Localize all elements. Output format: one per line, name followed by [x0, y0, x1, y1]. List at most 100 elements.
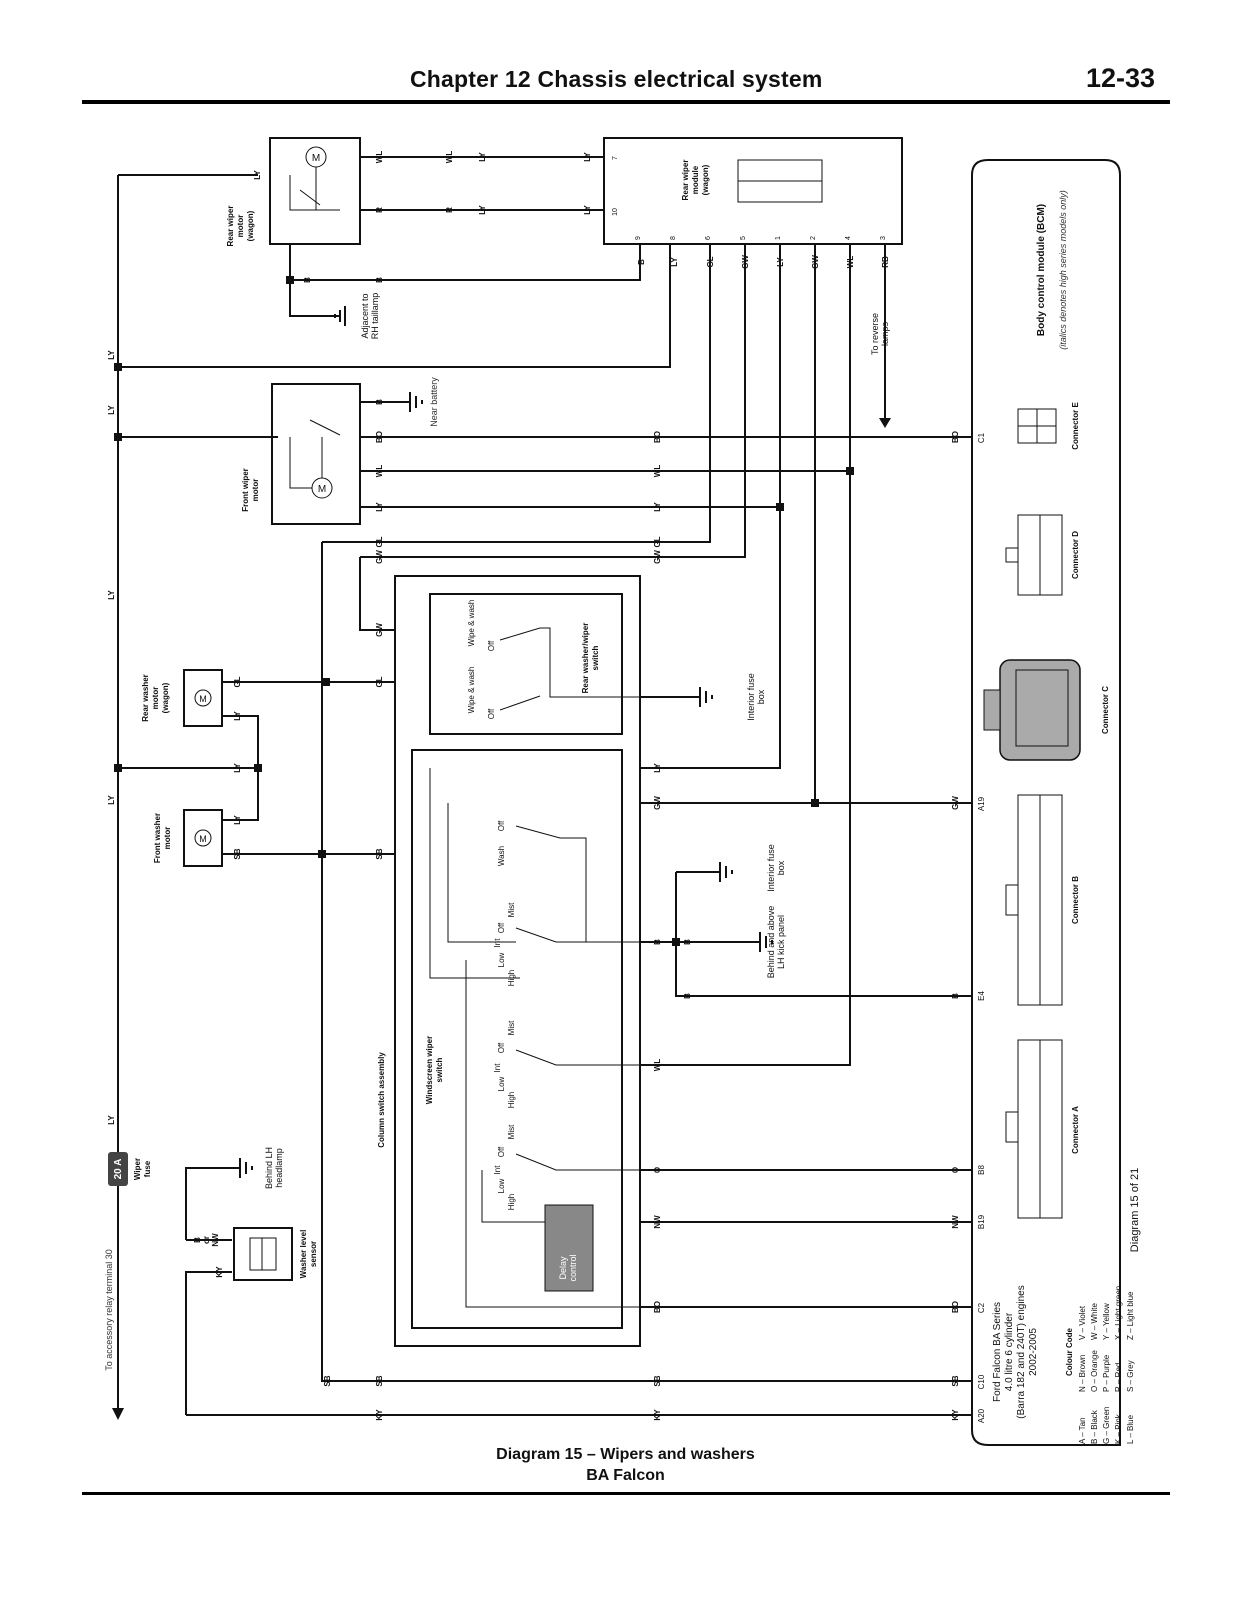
svg-text:2002-2005: 2002-2005	[1028, 1328, 1039, 1376]
footer-rule	[82, 1492, 1170, 1495]
svg-text:Mist: Mist	[507, 1020, 516, 1035]
svg-text:GL: GL	[706, 256, 715, 267]
svg-text:LY: LY	[107, 405, 116, 415]
svg-text:B: B	[637, 259, 646, 265]
svg-text:SB: SB	[323, 1375, 332, 1386]
svg-text:Connector D: Connector D	[1071, 531, 1080, 579]
svg-text:or: or	[202, 1236, 211, 1244]
svg-text:C1: C1	[977, 432, 986, 443]
svg-text:B: B	[951, 993, 960, 999]
svg-text:Behind LH: Behind LH	[264, 1147, 274, 1189]
svg-text:Off: Off	[497, 1146, 506, 1157]
svg-text:R: R	[445, 207, 454, 213]
wire-label-group: LY WL WL LY LY R R LY LY B B B LY GL GW …	[215, 151, 960, 1421]
svg-text:(wagon): (wagon)	[701, 164, 710, 195]
svg-text:GL: GL	[653, 536, 662, 547]
svg-text:Front washer: Front washer	[153, 813, 162, 863]
svg-text:Washer level: Washer level	[299, 1230, 308, 1279]
svg-text:Rear washer: Rear washer	[141, 674, 150, 722]
bcm-outline	[971, 159, 1121, 1446]
svg-text:Wipe & wash: Wipe & wash	[467, 667, 476, 714]
svg-text:LY: LY	[107, 795, 116, 805]
svg-text:Body control module (BCM): Body control module (BCM)	[1036, 204, 1047, 336]
svg-text:B: B	[375, 399, 384, 405]
svg-text:GW: GW	[375, 550, 384, 564]
svg-text:Colour Code: Colour Code	[1065, 1327, 1074, 1376]
diagram-number: Diagram 15 of 21	[1129, 1168, 1141, 1252]
svg-text:Rear washer/wiper: Rear washer/wiper	[581, 623, 590, 694]
svg-text:WL: WL	[375, 151, 384, 164]
svg-text:Rear wiper: Rear wiper	[681, 160, 690, 201]
svg-text:control: control	[568, 1254, 578, 1281]
svg-text:A20: A20	[977, 1408, 986, 1423]
svg-text:GW: GW	[741, 255, 750, 269]
svg-text:R: R	[375, 207, 384, 213]
svg-text:Wash: Wash	[497, 846, 506, 866]
svg-text:Off: Off	[497, 922, 506, 933]
svg-text:LY: LY	[478, 152, 487, 162]
svg-text:S – Grey: S – Grey	[1126, 1360, 1135, 1392]
svg-text:headlamp: headlamp	[274, 1148, 284, 1188]
svg-text:Int: Int	[493, 1165, 502, 1175]
svg-text:5: 5	[740, 236, 747, 240]
svg-text:LY: LY	[233, 815, 242, 825]
connector-e: Connector E	[1017, 402, 1080, 450]
svg-text:WL: WL	[445, 151, 454, 164]
svg-text:Connector E: Connector E	[1071, 402, 1080, 450]
svg-text:switch: switch	[435, 1057, 444, 1082]
svg-text:G – Green: G – Green	[1102, 1407, 1111, 1444]
rear-washer-motor: M Rear washer motor (wagon)	[141, 669, 223, 727]
svg-text:GL: GL	[233, 676, 242, 687]
svg-text:Int: Int	[493, 938, 502, 948]
svg-text:O: O	[951, 1167, 960, 1173]
svg-text:BO: BO	[951, 1301, 960, 1313]
svg-text:7: 7	[612, 156, 619, 160]
svg-text:High: High	[507, 1092, 516, 1108]
svg-text:(italics denotes high series m: (italics denotes high series models only…	[1058, 190, 1068, 350]
svg-text:BO: BO	[951, 431, 960, 443]
svg-text:LY: LY	[583, 152, 592, 162]
svg-text:LY: LY	[670, 257, 679, 267]
svg-text:Ford Falcon BA Series: Ford Falcon BA Series	[992, 1302, 1003, 1402]
svg-text:X – Light green: X – Light green	[1114, 1286, 1123, 1340]
svg-text:Off: Off	[497, 1042, 506, 1053]
svg-text:B: B	[303, 277, 312, 283]
bcm-title: Body control module (BCM) (italics denot…	[1036, 190, 1068, 350]
svg-text:B: B	[653, 939, 662, 945]
svg-text:C2: C2	[977, 1302, 986, 1313]
svg-text:2: 2	[810, 236, 817, 240]
svg-text:W – White: W – White	[1090, 1303, 1099, 1340]
caption-subtitle: BA Falcon	[586, 1467, 665, 1484]
svg-text:GL: GL	[375, 536, 384, 547]
svg-text:GW: GW	[375, 623, 384, 637]
svg-text:Interior fuse: Interior fuse	[746, 673, 756, 721]
svg-text:V – Violet: V – Violet	[1078, 1305, 1087, 1340]
front-washer-motor: M Front washer motor	[153, 809, 223, 867]
svg-text:sensor: sensor	[309, 1241, 318, 1267]
svg-text:4: 4	[845, 236, 852, 240]
svg-text:A19: A19	[977, 796, 986, 811]
svg-text:Mist: Mist	[507, 902, 516, 917]
page-number: 12-33	[1085, 63, 1155, 93]
svg-text:LY: LY	[107, 590, 116, 600]
svg-text:M: M	[199, 694, 207, 704]
svg-text:LH kick panel: LH kick panel	[776, 915, 786, 969]
svg-text:SB: SB	[653, 1375, 662, 1386]
svg-text:box: box	[756, 689, 766, 704]
svg-text:SB: SB	[375, 848, 384, 859]
svg-text:B: B	[683, 993, 692, 999]
ground-lh-headlamp: Behind LH headlamp	[239, 1147, 284, 1189]
svg-text:GW: GW	[653, 550, 662, 564]
svg-text:A – Tan: A – Tan	[1078, 1417, 1087, 1444]
svg-text:(wagon): (wagon)	[161, 682, 170, 713]
svg-text:8: 8	[670, 236, 677, 240]
svg-text:NW: NW	[951, 1215, 960, 1229]
svg-text:K – Pink: K – Pink	[1114, 1413, 1123, 1444]
ground-interior-fuse-box: Interior fuse box Interior fuse box Behi…	[699, 313, 890, 978]
connector-a: Connector A	[1005, 1039, 1080, 1219]
svg-text:BO: BO	[653, 1301, 662, 1313]
svg-text:M: M	[318, 484, 326, 495]
svg-text:LY: LY	[233, 711, 242, 721]
svg-text:GW: GW	[653, 796, 662, 810]
svg-text:WL: WL	[846, 256, 855, 269]
